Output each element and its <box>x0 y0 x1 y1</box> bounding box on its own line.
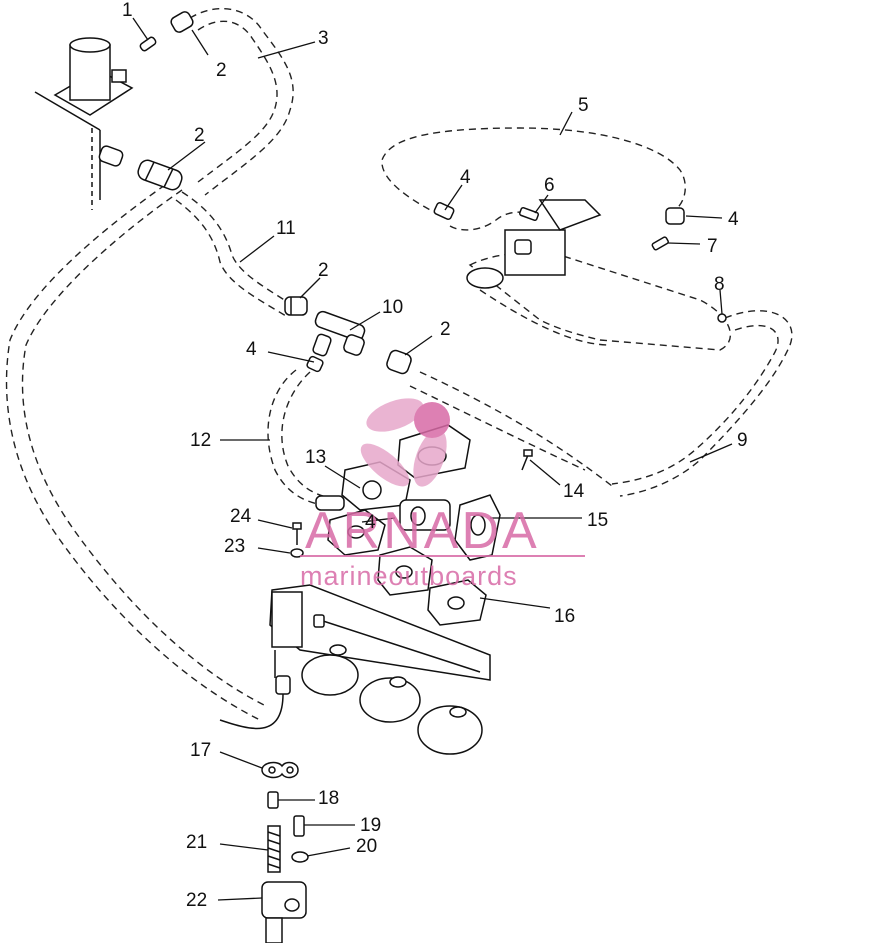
callout-2: 2 <box>318 260 329 281</box>
callout-15: 15 <box>587 510 608 531</box>
callout-9: 9 <box>737 430 748 451</box>
part-20-washer <box>291 851 309 863</box>
callout-4: 4 <box>246 339 257 360</box>
watermark-propeller-logo <box>360 398 450 487</box>
callout-4: 4 <box>728 209 739 230</box>
callout-8: 8 <box>714 274 725 295</box>
hose-3 <box>189 7 294 196</box>
callout-3: 3 <box>318 28 329 49</box>
callout-16: 16 <box>554 606 575 627</box>
manifold <box>315 424 501 626</box>
part-14-bolt <box>521 449 533 471</box>
callout-1: 1 <box>122 0 133 21</box>
hose-outer-loop-inner <box>21 189 267 707</box>
leader-lines <box>132 17 733 901</box>
hose-9 <box>619 310 793 497</box>
callout-2: 2 <box>440 319 451 340</box>
hose-9-inner <box>611 324 779 485</box>
part-6 <box>518 206 540 222</box>
callout-19: 19 <box>360 815 381 836</box>
watermark-brand: ARNADA <box>305 502 540 560</box>
hose-3-inner <box>197 20 278 183</box>
part-17-gasket <box>261 761 299 779</box>
hose-5 <box>381 127 686 216</box>
callout-labels: 1 2 3 2 5 4 6 4 7 11 2 8 10 2 4 12 9 13 … <box>122 0 748 911</box>
callout-4: 4 <box>365 512 376 533</box>
upper-exhaust-block <box>466 199 602 289</box>
hose-9-line <box>419 371 613 487</box>
part-24-bolt <box>292 522 302 545</box>
part-21-spring <box>267 825 281 873</box>
callout-20: 20 <box>356 836 377 857</box>
part-4-upper <box>433 201 455 221</box>
callout-12: 12 <box>190 430 211 451</box>
cylinder-head-rail <box>219 584 491 755</box>
clamp-2-right <box>386 349 412 375</box>
callout-24: 24 <box>230 506 252 527</box>
callout-23: 23 <box>224 536 245 557</box>
hose-5-inner <box>449 211 527 231</box>
part-4-right <box>665 207 685 225</box>
hose-12-inner <box>281 371 331 499</box>
callout-2: 2 <box>194 125 205 146</box>
callout-21: 21 <box>186 832 207 853</box>
oil-pump-assembly <box>34 37 134 210</box>
clamp-2-top <box>170 11 194 33</box>
part-4-lower <box>306 355 324 373</box>
exhaust-outline-2 <box>479 289 611 346</box>
part-7 <box>651 236 669 251</box>
part-18-fitting <box>267 791 279 809</box>
callout-17: 17 <box>190 740 211 761</box>
callout-18: 18 <box>318 788 339 809</box>
hose-outlines <box>5 7 793 721</box>
callout-2: 2 <box>216 60 227 81</box>
t-fitting-10 <box>312 310 366 357</box>
callout-11: 11 <box>276 218 296 239</box>
clamp-2-mid <box>284 296 308 316</box>
watermark-tagline: marineoutboards <box>300 561 518 591</box>
part-1-fitting <box>139 36 157 52</box>
part-22-housing <box>261 881 307 943</box>
callout-13: 13 <box>305 447 326 468</box>
callout-22: 22 <box>186 890 207 911</box>
callout-14: 14 <box>563 481 585 502</box>
callout-6: 6 <box>544 175 555 196</box>
hose-11 <box>181 191 293 306</box>
hose-piece-left <box>98 145 183 191</box>
part-8 <box>717 313 727 323</box>
callout-5: 5 <box>578 95 589 116</box>
part-19-bolt <box>293 815 305 837</box>
callout-4: 4 <box>460 167 471 188</box>
hose-outer-loop <box>5 177 261 721</box>
parts <box>34 11 727 943</box>
hose-12 <box>267 369 319 505</box>
hose-9-line2 <box>409 385 586 471</box>
watermark: ARNADA marineoutboards <box>300 398 585 591</box>
callout-10: 10 <box>382 297 403 318</box>
callout-7: 7 <box>707 236 718 257</box>
hose-11-inner <box>175 199 287 317</box>
